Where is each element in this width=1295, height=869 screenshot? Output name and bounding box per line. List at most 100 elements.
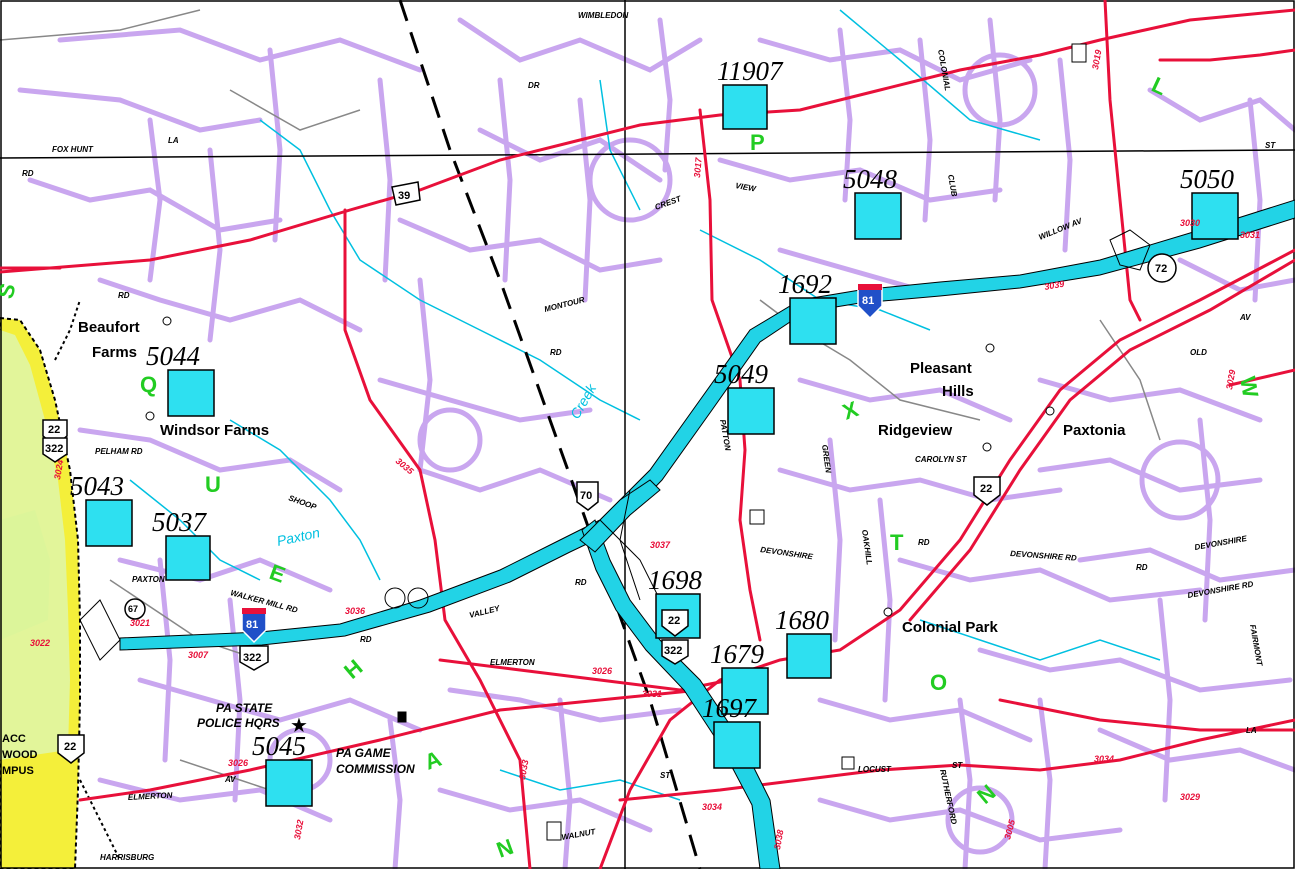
campus-line-1: ACC bbox=[2, 733, 26, 745]
street-av-2: AV bbox=[1239, 313, 1251, 322]
station-label-5043: 5043 bbox=[70, 471, 124, 501]
place-paxtonia-dot bbox=[1045, 406, 1055, 416]
place-ridgeview: Ridgeview bbox=[878, 422, 953, 439]
station-label-1692: 1692 bbox=[778, 269, 832, 299]
place-beaufort: Beaufort bbox=[78, 319, 140, 336]
street-st-2: ST bbox=[660, 771, 671, 780]
place-beaufort-dot bbox=[162, 316, 172, 326]
station-marker-5043 bbox=[85, 499, 133, 547]
street-elmerton-2: ELMERTON bbox=[128, 791, 173, 802]
street-rd-1: RD bbox=[22, 169, 34, 178]
station-label-5044: 5044 bbox=[146, 341, 200, 371]
station-label-5050: 5050 bbox=[1180, 164, 1235, 194]
street-green: GREEN bbox=[820, 444, 833, 474]
street-pelham: PELHAM RD bbox=[95, 447, 143, 456]
svg-text:22: 22 bbox=[668, 615, 680, 627]
place-farms: Farms bbox=[92, 344, 137, 361]
street-rd-6: RD bbox=[1136, 563, 1148, 572]
street-rd-5: RD bbox=[918, 538, 930, 547]
pa-shield-39: 39 bbox=[391, 181, 421, 206]
route-3031-a: 3031 bbox=[1240, 230, 1260, 240]
station-marker-1697 bbox=[713, 721, 761, 769]
landmark-labels: PA STATE POLICE HQRS ★ PA GAME COMMISSIO… bbox=[2, 701, 415, 777]
svg-text:39: 39 bbox=[398, 190, 410, 202]
svg-text:81: 81 bbox=[246, 619, 258, 631]
station-label-1698: 1698 bbox=[648, 565, 703, 595]
pa-shield-70: 70 bbox=[576, 481, 599, 511]
route-3031-b: 3031 bbox=[642, 689, 662, 699]
svg-text:322: 322 bbox=[664, 645, 682, 657]
station-marker-1692 bbox=[789, 297, 837, 345]
building-icon bbox=[841, 756, 855, 770]
interstate-81 bbox=[119, 199, 1295, 869]
street-st-1: ST bbox=[1265, 141, 1276, 150]
campus-line-2: WOOD bbox=[2, 749, 37, 761]
zone-letter-u: U bbox=[205, 472, 221, 497]
station-label-5049: 5049 bbox=[714, 359, 769, 389]
building-icon bbox=[546, 821, 562, 841]
building-icon bbox=[749, 509, 765, 525]
street-rd-3: RD bbox=[550, 348, 562, 357]
route-number-labels: 3019 3017 3030 3031 3039 3029 3024 3035 … bbox=[30, 49, 1260, 850]
station-marker-1680 bbox=[786, 633, 832, 679]
route-3034-a: 3034 bbox=[702, 802, 722, 812]
building-icon bbox=[1071, 43, 1087, 63]
route-3030: 3030 bbox=[1180, 218, 1200, 228]
street-rd-4: RD bbox=[575, 578, 587, 587]
zone-letter-s: S bbox=[0, 281, 21, 302]
station-marker-5050 bbox=[1191, 192, 1239, 240]
pa-shield-72: 72 bbox=[1147, 253, 1177, 283]
station-label-5037: 5037 bbox=[152, 507, 208, 537]
route-3029-b: 3029 bbox=[1180, 792, 1200, 802]
street-av-1: AV bbox=[224, 775, 236, 784]
route-shields: 39 72 70 81 81 22 322 22 bbox=[42, 181, 1177, 764]
place-ridgeview-dot bbox=[982, 442, 992, 452]
route-3038: 3038 bbox=[772, 829, 785, 850]
station-label-1679: 1679 bbox=[710, 639, 765, 669]
svg-text:72: 72 bbox=[1155, 263, 1167, 275]
place-paxtonia: Paxtonia bbox=[1063, 422, 1126, 439]
interstate-shield-81-a: 81 bbox=[857, 284, 883, 320]
pa-shield-67: 67 bbox=[124, 598, 146, 620]
landmark-pa-state: PA STATE bbox=[216, 701, 273, 715]
street-paxton: PAXTON bbox=[132, 575, 165, 584]
route-3026-b: 3026 bbox=[228, 758, 249, 768]
route-3034-b: 3034 bbox=[1094, 754, 1114, 764]
street-locust-1: LOCUST bbox=[858, 765, 892, 774]
route-3024-a: 3024 bbox=[52, 459, 65, 480]
street-view: VIEW bbox=[735, 181, 758, 194]
station-label-5045: 5045 bbox=[252, 731, 306, 761]
zone-letter-w: W bbox=[1235, 375, 1263, 400]
station-marker-11907 bbox=[722, 84, 768, 130]
building-icons bbox=[397, 43, 1087, 841]
svg-text:322: 322 bbox=[243, 652, 261, 664]
street-st-3: ST bbox=[952, 761, 963, 770]
station-label-5048: 5048 bbox=[843, 164, 898, 194]
us-shield-322: 322 bbox=[239, 645, 269, 671]
station-marker-5044 bbox=[167, 369, 215, 417]
street-la-1: LA bbox=[168, 136, 179, 145]
route-3019: 3019 bbox=[1090, 49, 1103, 70]
place-pleasant-dot bbox=[985, 343, 995, 353]
station-marker-1679 bbox=[721, 667, 769, 715]
station-marker-5048 bbox=[854, 192, 902, 240]
zone-letter-o: O bbox=[930, 670, 947, 695]
station-label-1697: 1697 bbox=[702, 693, 758, 723]
landmark-police-hqrs: POLICE HQRS bbox=[197, 716, 280, 730]
zone-letter-q: Q bbox=[140, 372, 157, 397]
township-boundary bbox=[398, 0, 702, 869]
street-network bbox=[17, 17, 1295, 869]
us-shield-22-b: 22 bbox=[973, 476, 1001, 506]
zone-letter-p: P bbox=[750, 130, 765, 155]
route-3007: 3007 bbox=[188, 650, 209, 660]
route-3029-a: 3029 bbox=[1224, 369, 1237, 390]
interstate-shield-81-b: 81 bbox=[241, 608, 267, 644]
us-shield-22-d: 22 bbox=[57, 734, 85, 764]
street-harrisburg: HARRISBURG bbox=[100, 853, 154, 862]
route-3022: 3022 bbox=[30, 638, 50, 648]
route-3021: 3021 bbox=[130, 618, 150, 628]
street-fox-hunt: FOX HUNT bbox=[52, 145, 94, 154]
station-label-1680: 1680 bbox=[775, 605, 830, 635]
